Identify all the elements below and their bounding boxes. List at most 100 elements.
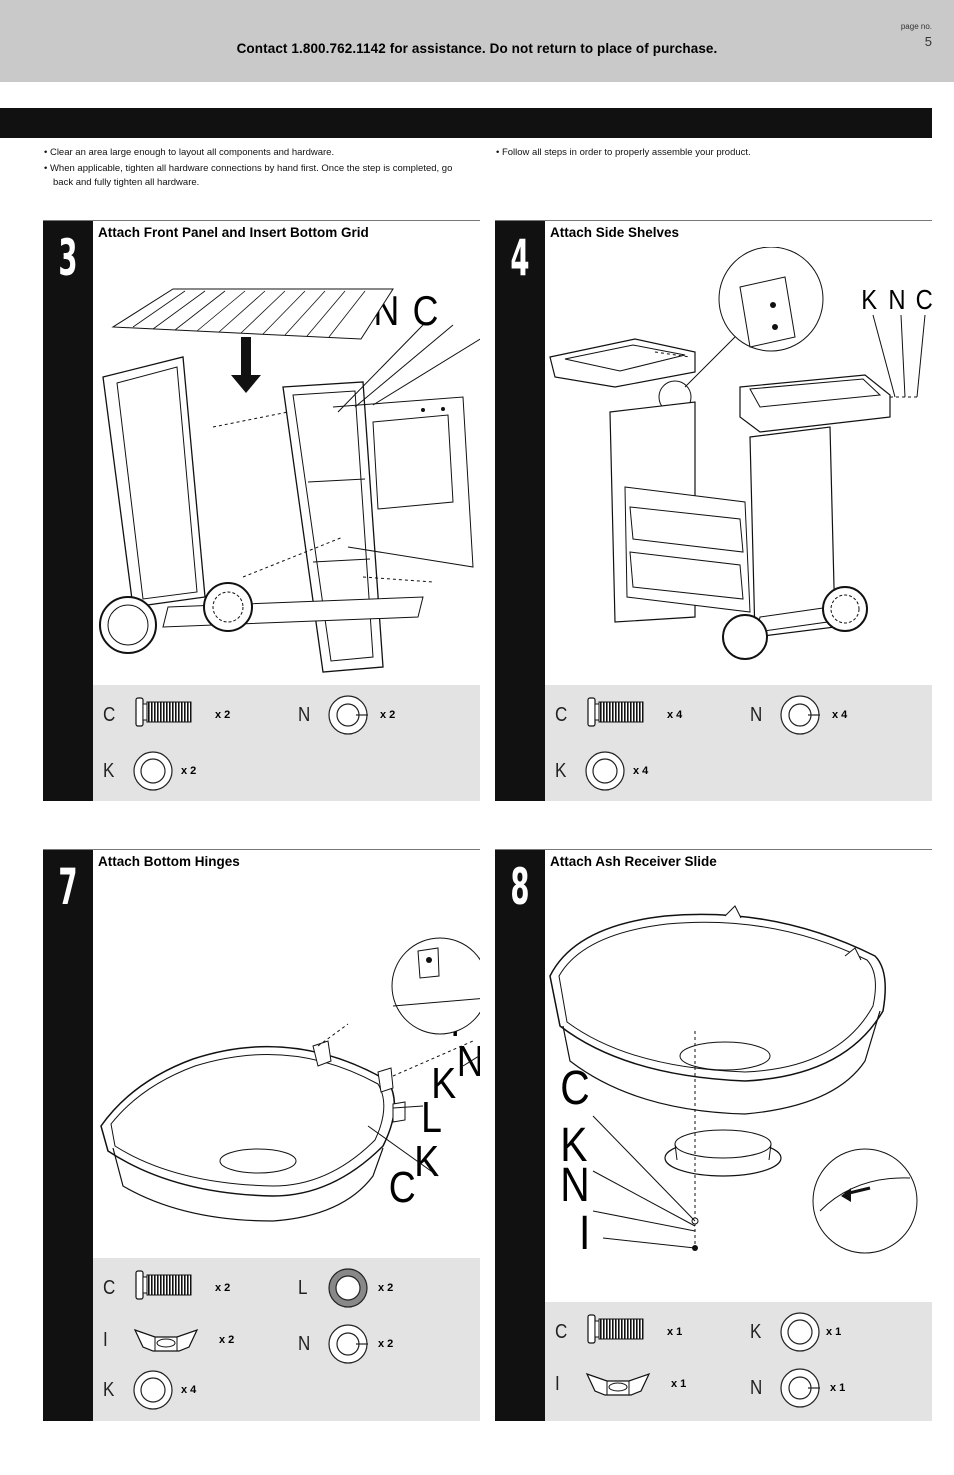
part-letter: L [298,1277,308,1299]
part-quantity: x 1 [826,1326,842,1338]
hardware-item-k: K x 1 [750,1312,910,1352]
hardware-item-n: N x 1 [750,1368,910,1408]
gray-washer-icon [328,1268,368,1308]
lock-washer-icon [328,695,369,735]
step-number: 8 [510,858,530,916]
part-letter: K [103,760,115,782]
part-letter: K [555,760,567,782]
step-number: 3 [58,229,78,287]
hardware-item-c: C x 4 [555,695,715,735]
callout-label: C [916,283,932,315]
part-letter: C [103,704,116,726]
callout-label: L [421,1092,442,1142]
hardware-item-c: C x 1 [555,1312,715,1352]
step-title: Attach Side Shelves [550,225,680,240]
hardware-panel: C x 2 N x 2 K x 2 [93,685,480,801]
hardware-item-c: C x 2 [103,695,263,735]
bolt-icon [135,1270,192,1300]
part-quantity: x 2 [380,709,396,721]
callout-label: K [861,283,877,315]
hardware-item-k: K x 4 [555,751,715,791]
callout-label: N [888,283,905,315]
hardware-item-l: L x 2 [298,1268,458,1308]
callout-label: K [560,1119,587,1172]
part-letter: N [750,704,763,726]
part-letter: C [103,1277,116,1299]
instruction-item: • When applicable, tighten all hardware … [44,163,453,188]
callout-label: C [413,288,439,334]
flat-washer-icon [133,1370,173,1410]
page-number-label: page no. [900,22,932,31]
part-letter: C [555,1321,568,1343]
part-quantity: x 2 [215,1282,231,1294]
callout-label: K [431,1058,456,1108]
instruction-item: • Clear an area large enough to layout a… [44,147,335,158]
hardware-panel: C x 1 K x 1 I x 1 N x 1 [545,1302,932,1421]
part-quantity: x 2 [215,709,231,721]
part-letter: K [750,1321,762,1343]
lock-washer-icon [780,1368,821,1408]
instructions-left: • Clear an area large enough to layout a… [44,146,474,192]
part-quantity: x 1 [671,1378,687,1390]
hardware-item-n: N x 2 [298,695,458,735]
page-number: 5 [924,34,932,49]
part-letter: C [555,704,568,726]
part-quantity: x 2 [378,1338,394,1350]
step-number-block: 8 [495,850,545,1421]
part-letter: N [750,1377,763,1399]
part-quantity: x 2 [181,765,197,777]
hardware-item-i: I x 2 [103,1320,263,1360]
lock-washer-icon [328,1324,369,1364]
grill-cart-side-shelves-illustration: K N C [549,247,932,660]
flat-washer-icon [133,751,173,791]
part-quantity: x 2 [219,1334,235,1346]
part-letter: K [103,1379,115,1401]
step-number-block: 3 [43,221,93,801]
callout-label: C [560,1062,589,1115]
lock-washer-icon [780,695,821,735]
flat-washer-icon [780,1312,820,1352]
hardware-item-k: K x 4 [103,1370,263,1410]
step-4-panel: 4 Attach Side Shelves K N C C x 4 [495,220,932,801]
callout-label: I [579,1207,590,1260]
part-letter: I [103,1329,108,1351]
part-letter: N [298,704,311,726]
step-number: 4 [510,229,530,287]
step-title: Attach Bottom Hinges [98,854,240,869]
part-quantity: x 4 [667,709,683,721]
hardware-item-i: I x 1 [555,1364,715,1404]
part-quantity: x 2 [378,1282,394,1294]
grill-bowl-bottom-hinges-illustration: I N K L K C [100,937,480,1222]
header-band [0,0,954,82]
callout-label: N [457,1036,480,1086]
wing-nut-icon [586,1373,650,1396]
part-quantity: x 1 [830,1382,846,1394]
wing-nut-icon [134,1329,198,1352]
hardware-panel: C x 2 L x 2 I x 2 N x 2 K x 4 [93,1258,480,1421]
step-7-panel: 7 Attach Bottom Hinges I N K L K C C x 2… [43,849,480,1421]
hardware-item-k: K x 2 [103,751,263,791]
callout-label: N [560,1159,589,1212]
hardware-item-c: C x 2 [103,1268,263,1308]
part-quantity: x 4 [832,709,848,721]
step-number: 7 [58,858,78,916]
contact-banner: Contact 1.800.762.1142 for assistance. D… [236,41,718,56]
step-3-panel: 3 Attach Front Panel and Insert Bottom G… [43,220,480,801]
part-letter: I [555,1373,560,1395]
bolt-icon [587,697,644,727]
flat-washer-icon [585,751,625,791]
instruction-item: • Follow all steps in order to properly … [496,147,751,158]
step-title: Attach Front Panel and Insert Bottom Gri… [98,225,369,240]
hardware-item-n: N x 2 [298,1324,458,1364]
step-number-block: 4 [495,221,545,801]
hardware-item-n: N x 4 [750,695,910,735]
hardware-panel: C x 4 N x 4 K x 4 [545,685,932,801]
callout-label: C [389,1162,416,1212]
step-number-block: 7 [43,850,93,1421]
part-quantity: x 4 [181,1384,197,1396]
callout-label: K [414,1136,439,1186]
grill-bowl-ash-receiver-illustration: C K N I [549,905,918,1260]
part-quantity: x 1 [667,1326,683,1338]
step-8-panel: 8 Attach Ash Receiver Slide C K N I C x … [495,849,932,1421]
section-bar [0,108,932,138]
